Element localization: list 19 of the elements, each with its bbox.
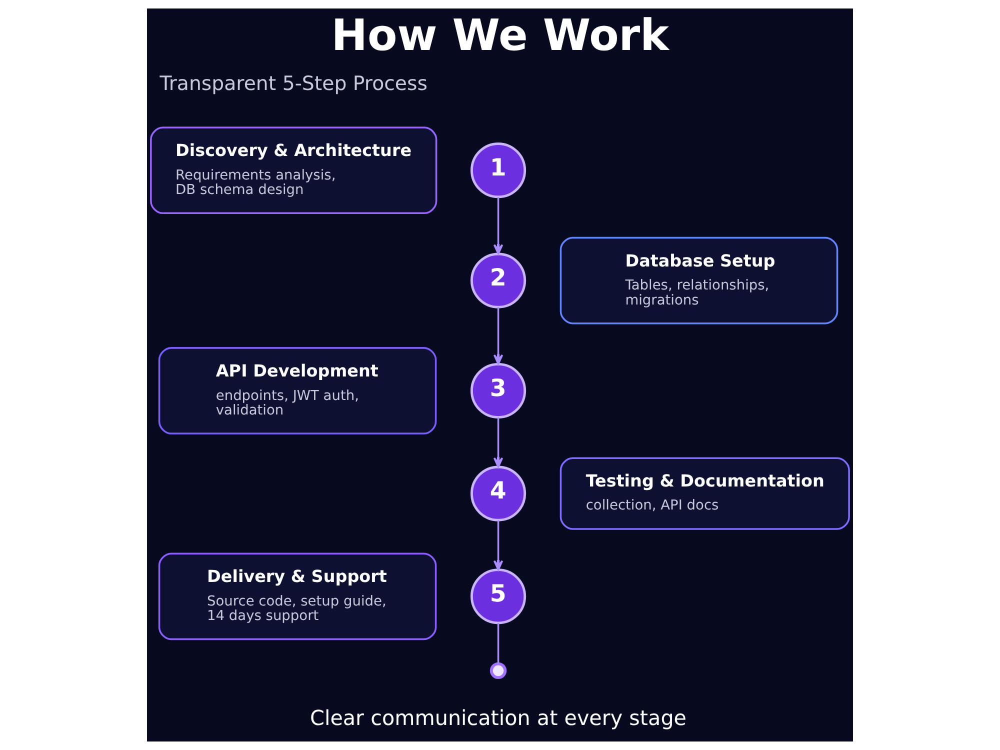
label: Clear communication at every stage <box>310 706 687 730</box>
arrow <box>493 196 504 255</box>
diagram-title: How We Work <box>331 10 669 61</box>
node-circle: 2 <box>470 252 526 308</box>
node-box: Delivery & Support Source code, setup guide, 14 days support <box>158 552 437 640</box>
arrow <box>493 520 504 571</box>
node-circle <box>490 662 507 680</box>
arrow <box>493 417 504 468</box>
node-box: Discovery & Architecture Requirements analysis, DB schema design <box>150 126 438 214</box>
connector <box>497 623 500 664</box>
label: Transparent 5-Step Process <box>160 72 428 96</box>
node-circle: 3 <box>470 362 526 419</box>
node-circle: 1 <box>470 142 526 198</box>
node-box: Database Setup Tables, relationships, migrations <box>560 236 838 324</box>
node-box: Testing & Documentation collection, API docs <box>560 457 850 530</box>
node-circle: 4 <box>470 466 526 522</box>
arrow <box>493 307 504 365</box>
node-box: API Development endpoints, JWT auth, validation <box>158 347 437 434</box>
node-circle: 5 <box>470 568 526 624</box>
